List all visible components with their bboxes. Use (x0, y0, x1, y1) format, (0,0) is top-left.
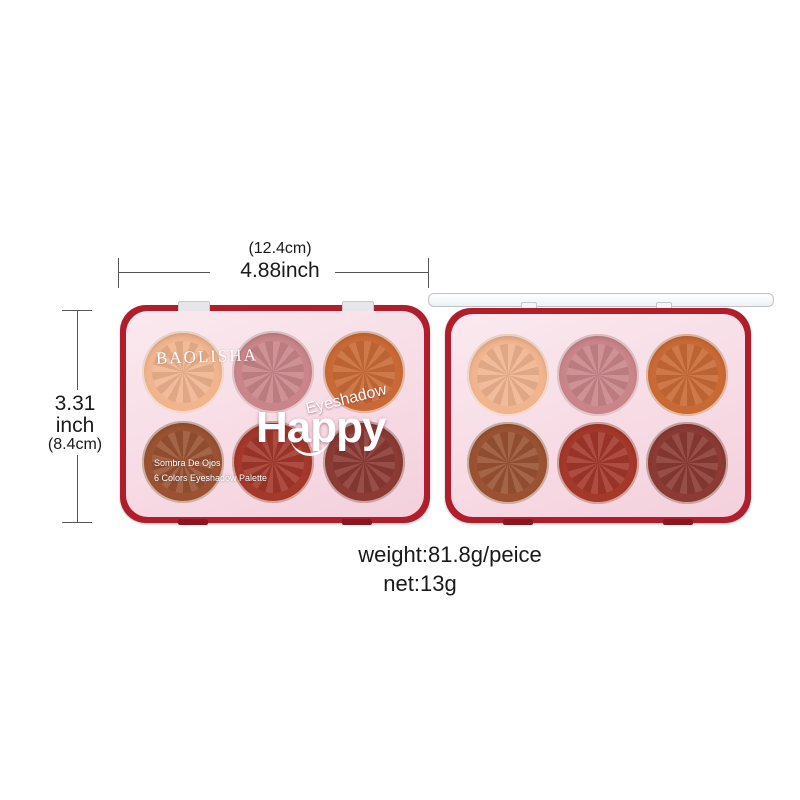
open-shade-pan-3 (646, 334, 728, 416)
net-weight-label: net:13g (383, 571, 457, 596)
open-case-clasp-right (663, 519, 693, 525)
open-shade-pan-4 (467, 422, 549, 504)
shade-pan-3 (323, 331, 405, 413)
width-dimension-line-left (118, 272, 210, 273)
height-dimension-line-top (77, 310, 78, 390)
shade-pan-4 (142, 421, 224, 503)
shade-pan-6 (323, 421, 405, 503)
height-unit-label: inch (55, 414, 95, 437)
height-cm-label: (8.4cm) (47, 436, 103, 453)
open-shade-pan-6 (646, 422, 728, 504)
height-tick-bottom (62, 522, 92, 523)
shade-pan-1 (142, 331, 224, 413)
height-value-label: 3.31 (54, 392, 96, 415)
open-shade-pan-1 (467, 334, 549, 416)
case-clasp-left (178, 519, 208, 525)
open-case-clasp-left (503, 519, 533, 525)
height-dimension-line-bottom (77, 455, 78, 522)
width-tick-left (118, 258, 119, 288)
open-shade-pan-2 (557, 334, 639, 416)
lid-text-line-2: 6 Colors Eyeshadow Palette (154, 473, 268, 483)
lid-text-line-1: Sombra De Ojos (154, 458, 221, 468)
shade-pan-2 (232, 331, 314, 413)
weight-label: weight:81.8g/peice (358, 542, 542, 567)
case-clasp-right (342, 519, 372, 525)
height-tick-top (62, 310, 92, 311)
open-lid-edge (428, 293, 774, 307)
width-dimension-line-right (335, 272, 428, 273)
open-shade-pan-5 (557, 422, 639, 504)
width-inch-label: 4.88inch (240, 259, 320, 282)
brand-logo: BAOLISHA (155, 345, 259, 368)
width-tick-right (428, 258, 429, 288)
open-palette (445, 308, 751, 525)
smile-icon (290, 433, 330, 456)
width-cm-label: (12.4cm) (248, 240, 312, 257)
closed-palette: BAOLISHA Eyeshadow Happy Sombra De Ojos … (120, 301, 430, 525)
